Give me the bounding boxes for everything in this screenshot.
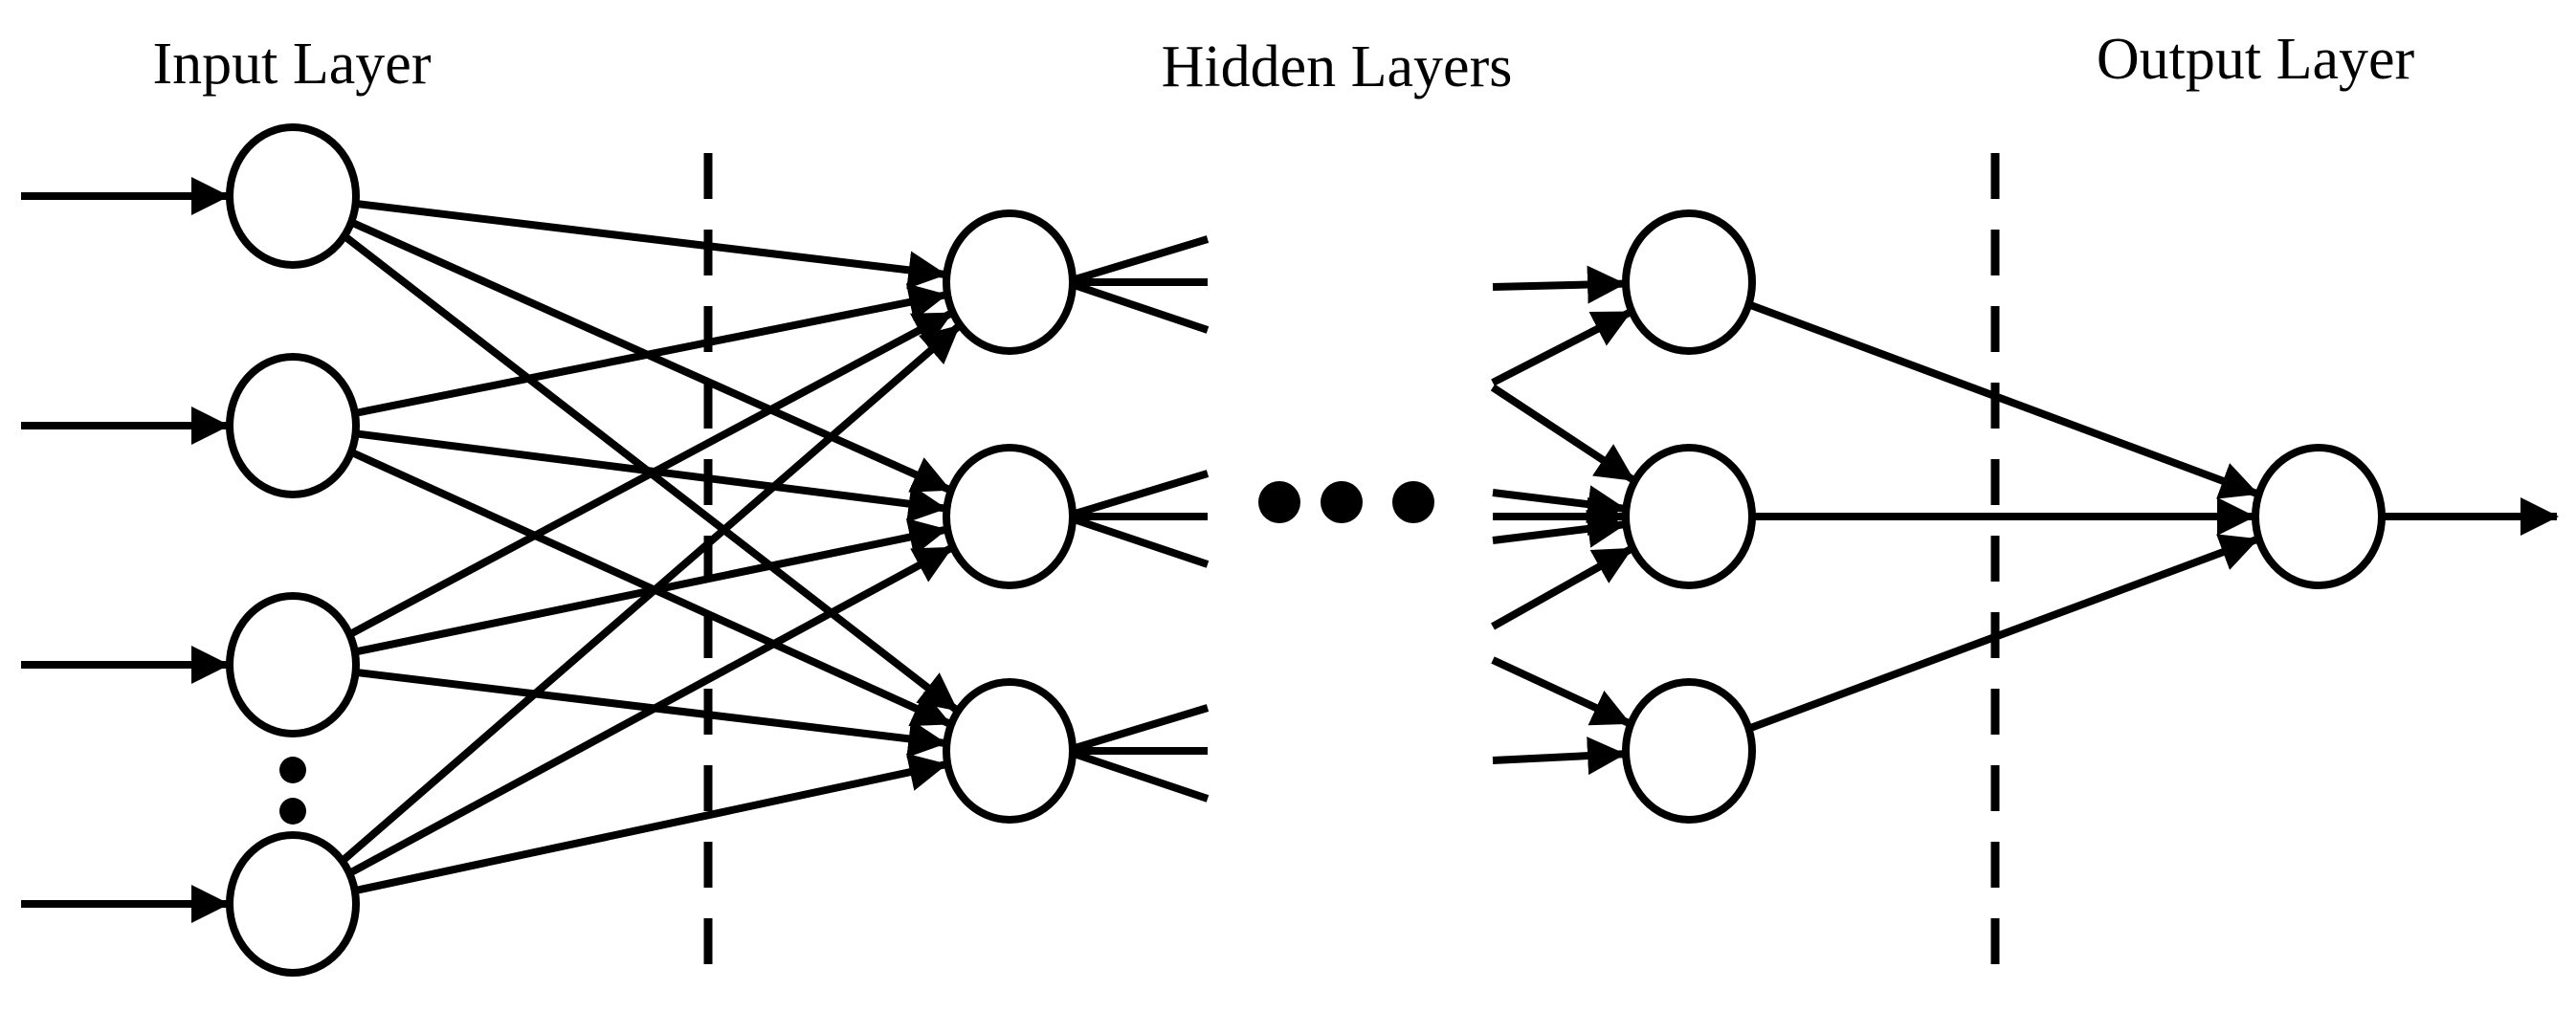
hidden1-node-2	[943, 444, 1077, 589]
hidden1-stub-3-1	[1071, 704, 1210, 753]
edge-input3-hidden1	[347, 310, 953, 638]
hidden1-node-1	[943, 209, 1077, 355]
hidden2-incoming-6	[1492, 509, 1627, 548]
input-ellipsis-dot-1	[279, 757, 306, 783]
input-layer-label: Input Layer	[153, 32, 432, 97]
hidden1-stub-1-1	[1071, 235, 1210, 284]
hidden2-incoming-2	[1491, 308, 1632, 386]
input-ellipsis-dot-2	[279, 798, 306, 825]
input-node-3	[226, 592, 360, 737]
output-node-1	[2252, 444, 2386, 589]
hidden1-node-3	[943, 678, 1077, 824]
hidden1-stub-2-1	[1071, 470, 1210, 518]
edge-hidden1-output	[1747, 300, 2259, 499]
hidden-ellipsis-dot-2	[1321, 481, 1363, 523]
hidden-layers-label: Hidden Layers	[1162, 34, 1513, 99]
hidden2-incoming-7	[1491, 545, 1633, 630]
hidden2-incoming-8	[1491, 656, 1632, 727]
hidden-ellipsis-dot-3	[1392, 481, 1434, 523]
hidden2-incoming-3	[1490, 384, 1635, 484]
edge-hidden3-output	[1747, 534, 2259, 733]
hidden2-incoming-9	[1492, 737, 1627, 776]
hidden1-stub-3-3	[1071, 749, 1210, 803]
ellipsis-dots	[279, 481, 1434, 825]
edge-input4-hidden3	[353, 753, 948, 895]
hidden1-stub-1-3	[1071, 280, 1210, 334]
edge-input4-hidden1	[340, 323, 962, 865]
input-node-4	[226, 831, 360, 977]
input-node-1	[226, 123, 360, 269]
connection-edges	[21, 177, 2559, 923]
neuron-nodes	[226, 123, 2386, 977]
output-layer-label: Output Layer	[2097, 27, 2415, 92]
edge-input2-hidden1	[354, 283, 948, 417]
hidden2-incoming-1	[1492, 265, 1627, 304]
edge-input1-hidden1	[355, 199, 947, 290]
hidden-ellipsis-dot-1	[1258, 481, 1300, 523]
input-node-2	[226, 353, 360, 498]
hidden2-node-3	[1622, 678, 1756, 824]
hidden2-node-1	[1622, 209, 1756, 355]
layer-dividers	[703, 153, 2000, 995]
edge-input4-hidden2	[347, 544, 953, 877]
hidden2-incoming-4	[1492, 485, 1627, 524]
hidden1-stub-2-3	[1071, 515, 1210, 568]
hidden2-node-2	[1622, 444, 1756, 589]
